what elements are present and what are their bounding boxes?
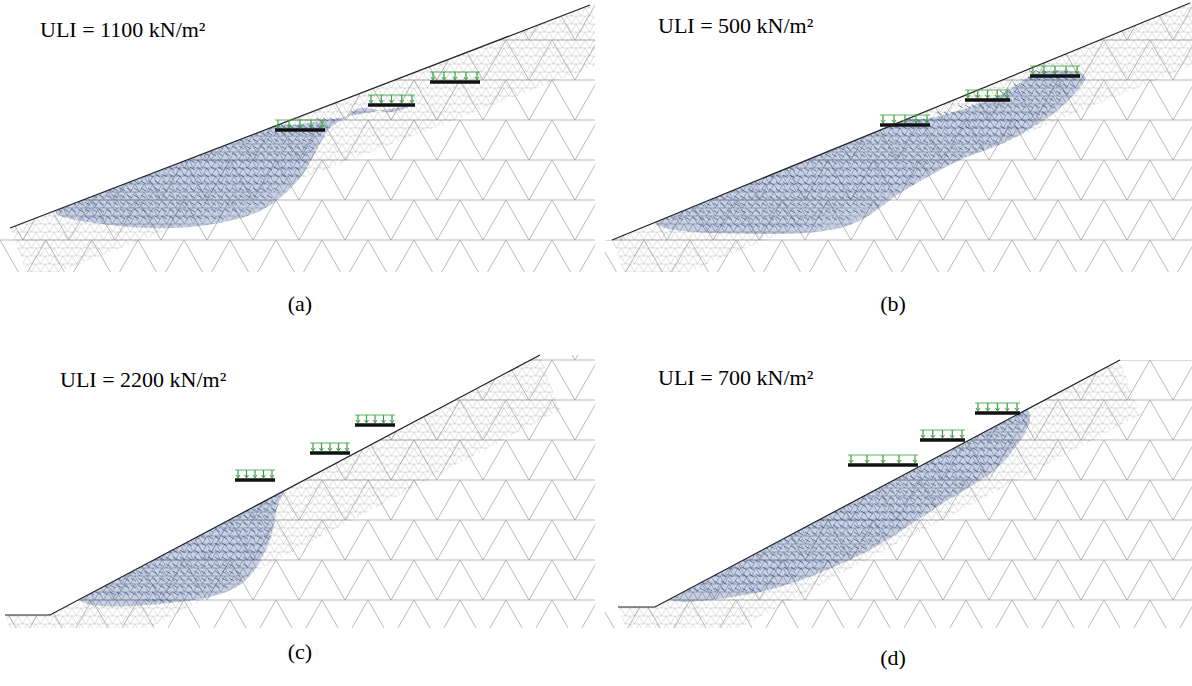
mesh-panel <box>0 5 610 283</box>
footing <box>1030 66 1080 76</box>
velocity-vectors <box>657 70 1075 227</box>
footing <box>235 470 275 480</box>
velocity-vectors <box>57 104 405 219</box>
footing <box>975 403 1020 413</box>
refined-mesh <box>612 3 1192 295</box>
slope-surface <box>612 3 1190 240</box>
velocity-vectors <box>82 445 311 602</box>
mesh-panel <box>605 360 1192 662</box>
footing <box>275 120 325 130</box>
slope-surface <box>10 5 590 228</box>
panel-caption: (a) <box>288 292 312 316</box>
footing <box>355 415 395 425</box>
load-intensity-label: ULI = 2200 kN/m² <box>60 368 226 392</box>
failure-zone-mesh <box>55 106 410 228</box>
load-intensity-label: ULI = 1100 kN/m² <box>40 18 205 42</box>
panel-caption: (b) <box>880 292 906 316</box>
failure-zone <box>55 106 410 228</box>
footing <box>880 115 930 125</box>
slope-surface <box>618 360 1120 607</box>
footing <box>310 443 350 453</box>
panel-caption: (c) <box>288 640 312 664</box>
failure-zone <box>80 445 318 606</box>
panel-caption: (d) <box>880 646 906 670</box>
footing <box>430 72 480 82</box>
failure-zone <box>655 70 1085 234</box>
slope-surface <box>5 355 540 615</box>
mesh-panel <box>0 355 595 670</box>
load-intensity-label: ULI = 500 kN/m² <box>658 14 813 38</box>
refined-mesh <box>5 355 560 670</box>
footing <box>368 95 415 105</box>
footing <box>965 90 1010 100</box>
refined-mesh <box>10 5 610 283</box>
failure-zone-mesh <box>80 445 318 606</box>
footing <box>848 455 918 465</box>
footing <box>920 430 965 440</box>
failure-zone-mesh <box>655 70 1085 234</box>
mesh-panel <box>605 3 1192 295</box>
refined-mesh <box>618 360 1140 662</box>
load-intensity-label: ULI = 700 kN/m² <box>658 366 813 390</box>
